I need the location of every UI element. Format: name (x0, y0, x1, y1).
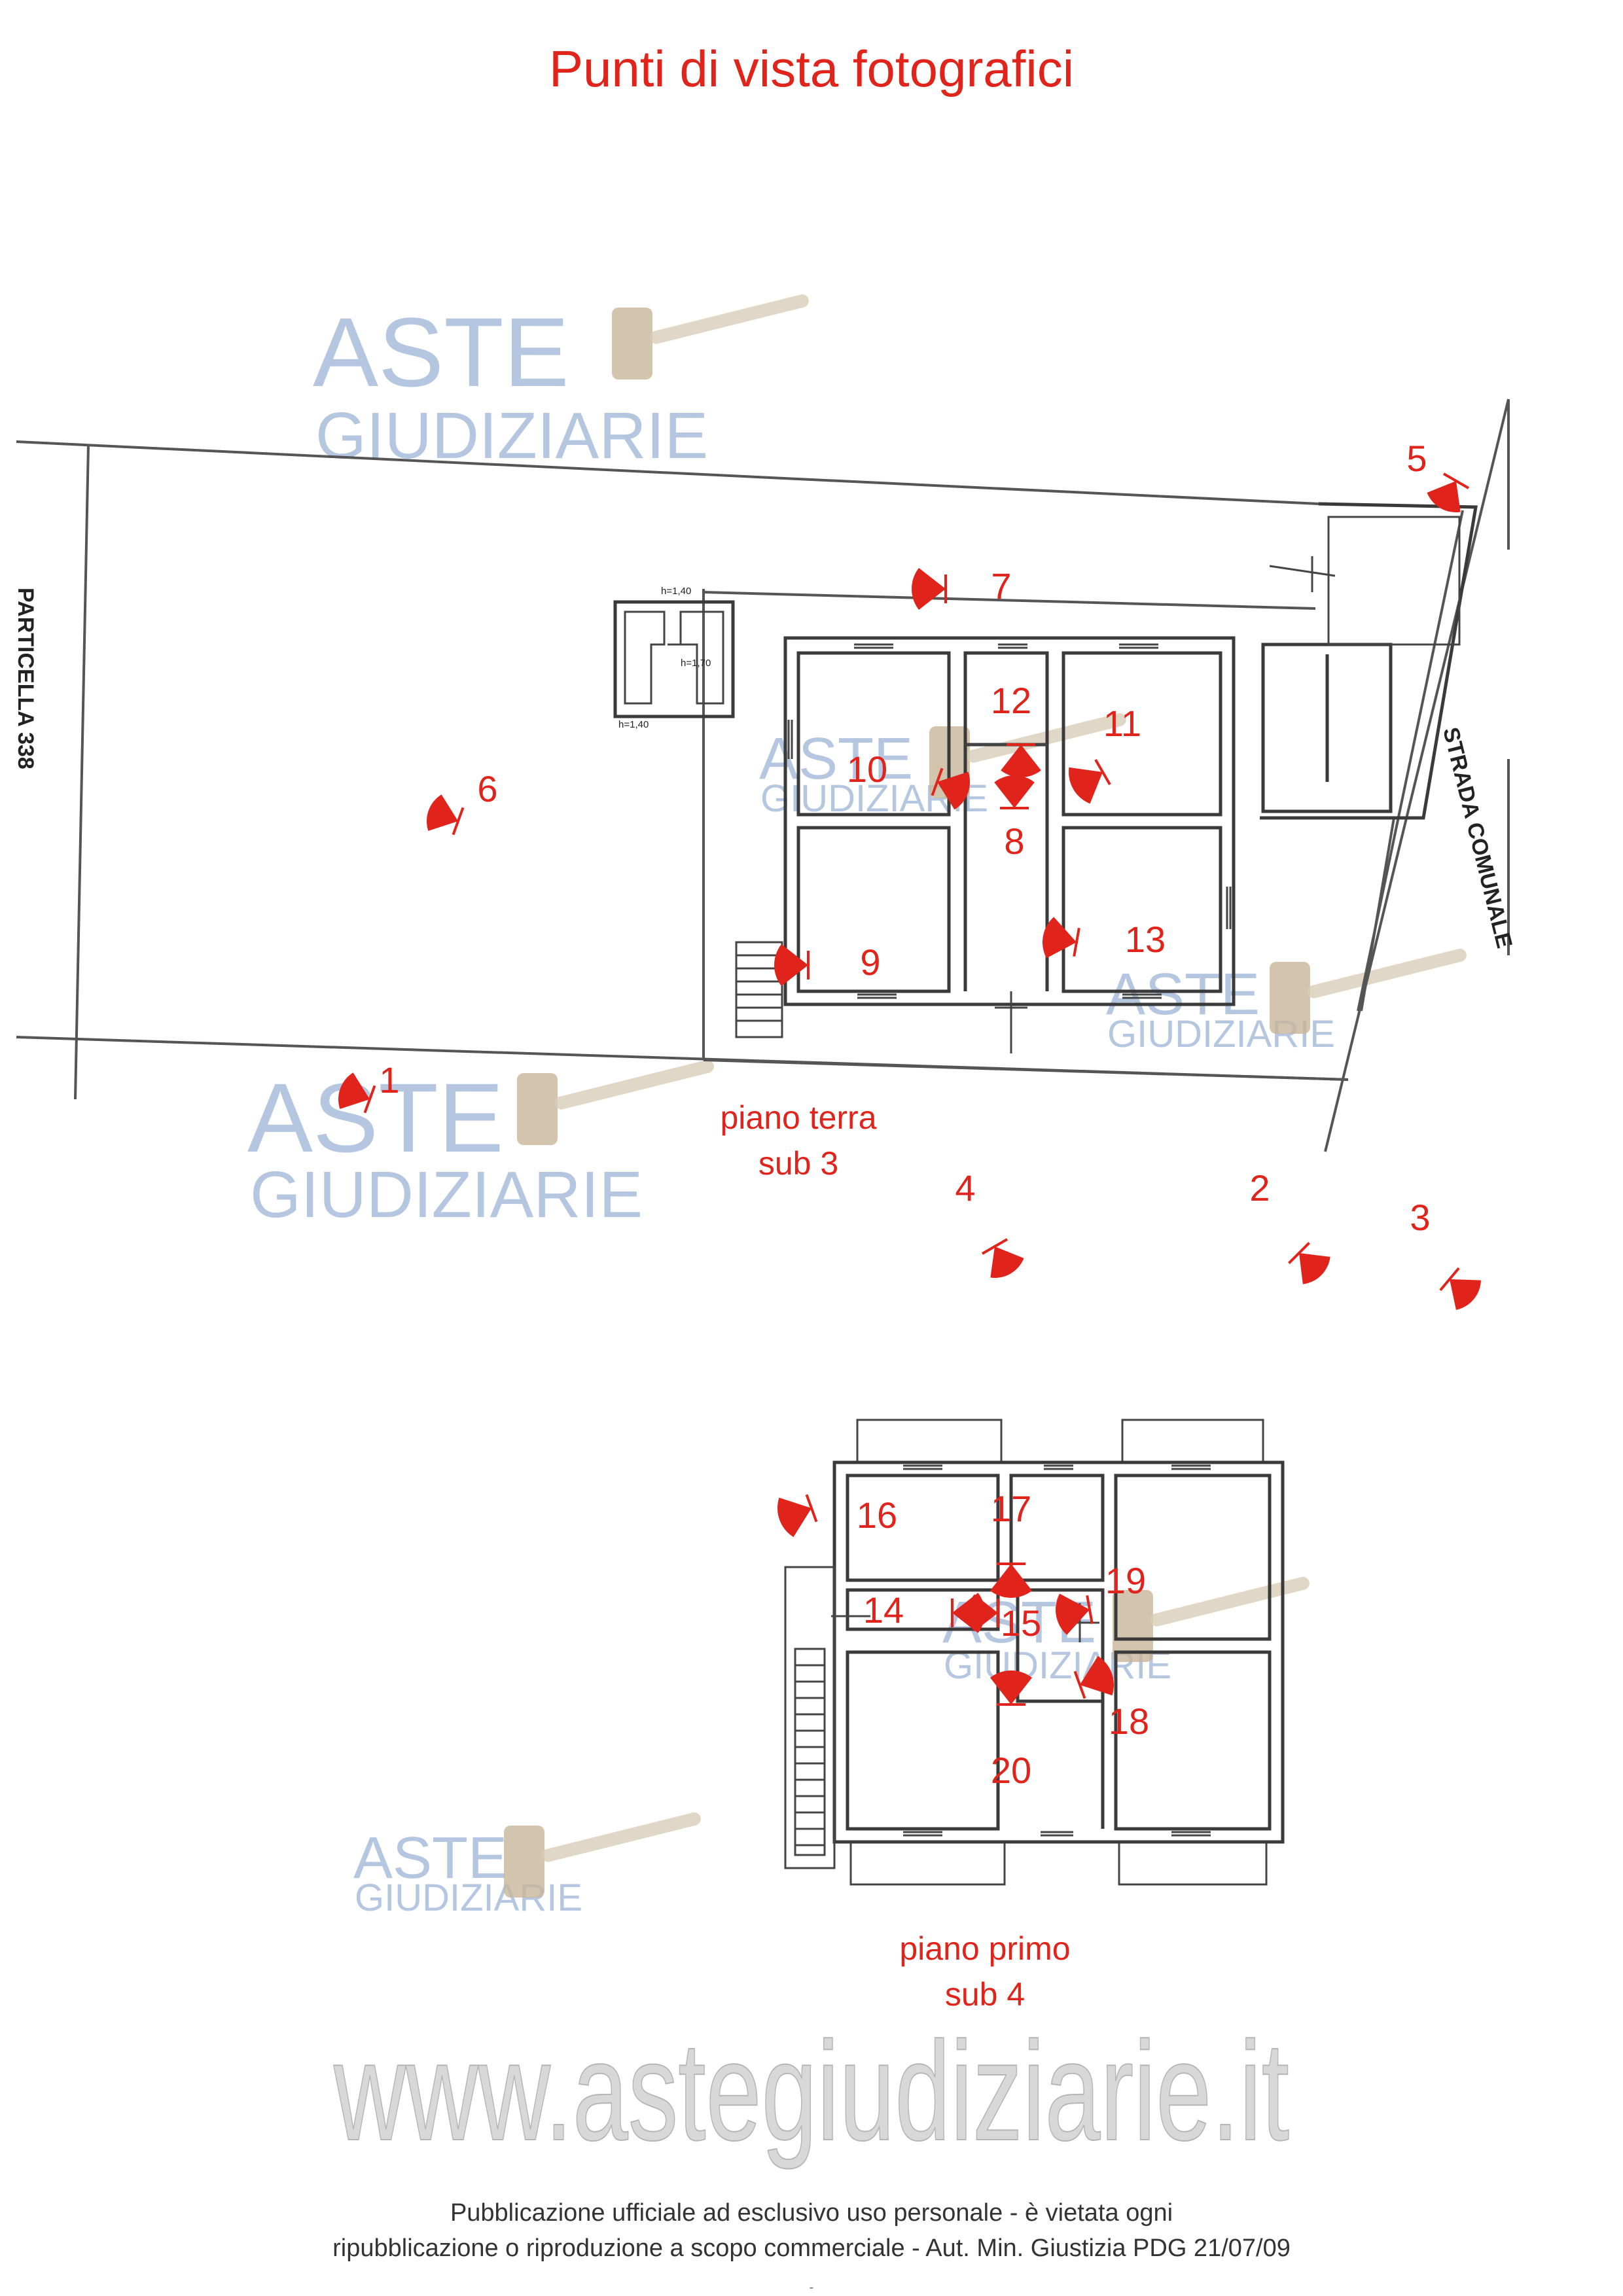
camera-viewpoint-icon (427, 794, 458, 831)
viewpoint-label: 11 (1103, 703, 1141, 744)
camera-viewpoint-icon (1069, 767, 1103, 804)
viewpoint-label: 14 (863, 1589, 904, 1631)
viewpoint-label: 6 (477, 768, 497, 809)
viewpoint-base (981, 1238, 1008, 1255)
first-floor-sub: sub 4 (945, 1976, 1025, 2013)
viewpoint-label: 2 (1249, 1167, 1270, 1209)
viewpoint-base (1094, 758, 1111, 786)
viewpoint-base (931, 768, 944, 796)
viewpoint-label: 15 (1001, 1602, 1041, 1644)
viewpoint-label: 16 (857, 1494, 897, 1536)
camera-viewpoint-icon (1056, 1593, 1090, 1635)
viewpoint-base (805, 1494, 818, 1523)
camera-viewpoint-icon (1299, 1253, 1330, 1284)
viewpoint-label: 13 (1125, 919, 1166, 960)
height-label: h=1,70 (681, 658, 711, 669)
ground-floor-plan (613, 502, 1478, 1053)
page-mark: - (809, 2280, 814, 2295)
viewpoint-label: 7 (991, 565, 1011, 607)
watermark-centre: ASTE GIUDIZIARIE (759, 711, 1128, 820)
page-title: Punti di vista fotografici (548, 40, 1075, 97)
viewpoint-label: 8 (1004, 821, 1024, 862)
viewpoint-label: 3 (1410, 1197, 1430, 1238)
viewpoint-base (1073, 927, 1080, 957)
watermark-right: ASTE GIUDIZIARIE (1106, 947, 1468, 1055)
svg-text:GIUDIZIARIE: GIUDIZIARIE (315, 399, 708, 472)
footer-line-1: Pubblicazione ufficiale ad esclusivo uso… (450, 2199, 1173, 2227)
road-label: STRADA COMUNALE (1438, 725, 1517, 951)
camera-viewpoint-icon (937, 771, 971, 810)
viewpoint-label: 19 (1105, 1560, 1146, 1601)
viewpoint-label: 18 (1109, 1701, 1149, 1742)
viewpoint-base (1439, 1267, 1460, 1292)
camera-viewpoint-icon (1043, 917, 1077, 959)
footer-line-2: ripubblicazione o riproduzione a scopo c… (332, 2234, 1291, 2262)
camera-viewpoint-icon (912, 567, 946, 610)
footer-disclaimer: Pubblicazione ufficiale ad esclusivo uso… (0, 2195, 1623, 2266)
viewpoint-base (452, 807, 465, 836)
ground-floor-name: piano terra (720, 1099, 876, 1136)
svg-text:ASTE: ASTE (313, 297, 569, 407)
camera-viewpoint-icon (777, 1497, 812, 1538)
camera-viewpoint-icon (968, 1594, 998, 1632)
gavel-icon (612, 292, 810, 380)
camera-viewpoint-icon (990, 1670, 1033, 1704)
camera-viewpoint-icon (990, 1246, 1024, 1278)
camera-viewpoint-icon (1427, 481, 1461, 512)
viewpoint-label: 20 (991, 1750, 1031, 1791)
camera-viewpoint-icon (338, 1072, 370, 1109)
svg-text:ASTE: ASTE (353, 1826, 507, 1891)
gavel-icon (517, 1058, 715, 1145)
watermark-bottom-left: ASTE GIUDIZIARIE (353, 1810, 702, 1919)
viewpoint-label: 9 (860, 942, 880, 983)
ground-floor-sub: sub 3 (758, 1145, 838, 1182)
camera-viewpoint-icon (1080, 1655, 1115, 1696)
url-watermark: www.astegiudiziarie.it (333, 2012, 1289, 2170)
svg-text:GIUDIZIARIE: GIUDIZIARIE (250, 1158, 643, 1231)
viewpoint-base (363, 1085, 376, 1114)
viewpoint-base (1073, 1670, 1086, 1699)
height-label: h=1,40 (618, 719, 649, 730)
first-floor-name: piano primo (899, 1930, 1070, 1967)
viewpoint-label: 12 (991, 680, 1031, 721)
viewpoint-base (1442, 472, 1470, 489)
camera-viewpoint-icon (1450, 1279, 1481, 1310)
gavel-icon (504, 1810, 702, 1898)
camera-viewpoint-icon (1001, 745, 1041, 777)
svg-text:ASTE: ASTE (247, 1063, 504, 1173)
camera-viewpoint-icon (990, 1564, 1033, 1598)
viewpoint-label: 1 (379, 1059, 399, 1101)
viewpoint-base (1086, 1595, 1094, 1625)
viewpoint-base (1288, 1242, 1310, 1264)
viewpoint-label: 4 (955, 1167, 975, 1209)
watermark-top-left: ASTE GIUDIZIARIE (313, 292, 810, 472)
camera-viewpoint-icon (774, 944, 808, 987)
svg-text:GIUDIZIARIE: GIUDIZIARIE (355, 1877, 582, 1919)
site-boundaries (16, 398, 1510, 1152)
camera-viewpoint-icon (994, 775, 1035, 808)
parcel-label: PARTICELLA 338 (13, 588, 38, 769)
viewpoint-label: 10 (847, 749, 887, 790)
watermark-mid-left: ASTE GIUDIZIARIE (247, 1058, 715, 1231)
viewpoint-label: 17 (991, 1488, 1031, 1529)
height-label: h=1,40 (661, 586, 691, 597)
viewpoint-label: 5 (1406, 438, 1427, 479)
